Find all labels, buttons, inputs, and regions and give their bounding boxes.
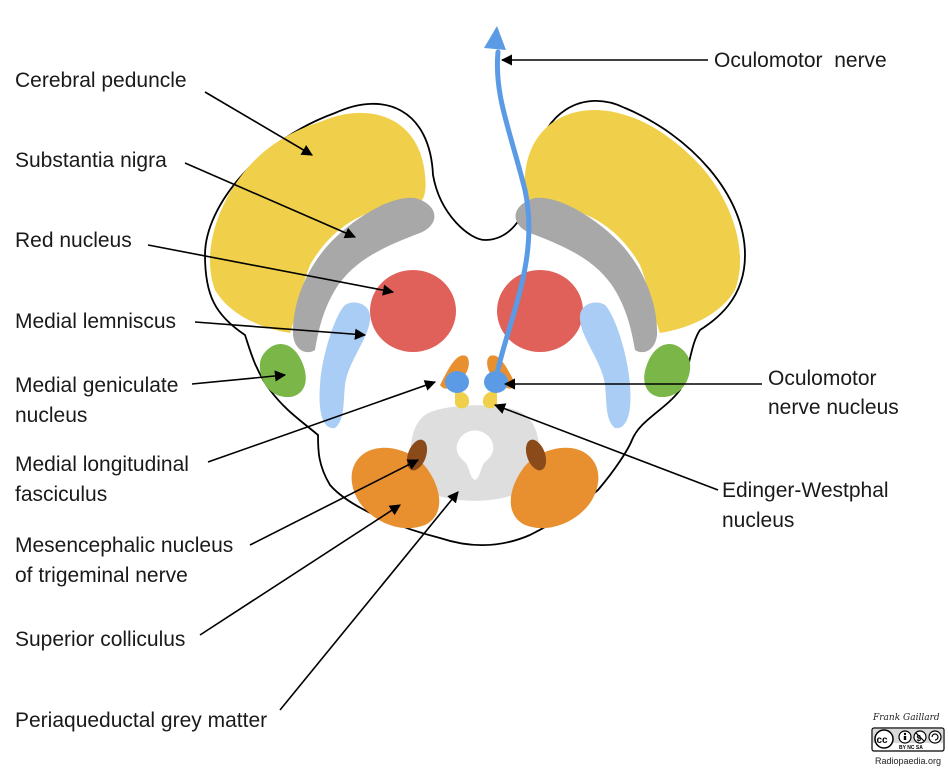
- substantia-nigra-left: [292, 197, 435, 353]
- license-text: BY NC SA: [899, 745, 923, 751]
- cerebral-peduncle-left: [209, 112, 426, 333]
- sa-icon: [928, 730, 942, 744]
- label-superior-colliculus: Superior colliculus: [15, 628, 185, 651]
- site-name: Radiopaedia.org: [875, 756, 941, 766]
- pointer-periaqueductal: [279, 491, 459, 711]
- attribution: Frank Gaillard cc $ BY NC SA Radiopaedia…: [871, 713, 945, 766]
- label-oculomotor-nucleus-line1: Oculomotor: [768, 367, 877, 390]
- label-edinger-westphal-line1: Edinger-Westphal: [722, 479, 889, 502]
- label-medial-geniculate-line2: nucleus: [15, 404, 87, 427]
- superior-colliculus-right: [510, 447, 599, 529]
- author-signature: Frank Gaillard: [872, 713, 940, 723]
- edinger-westphal-right: [482, 391, 497, 409]
- pointer-mesencephalic: [249, 459, 419, 546]
- substantia-nigra-right: [515, 197, 658, 353]
- red-nucleus-right: [497, 270, 583, 352]
- label-medial-lemniscus: Medial lemniscus: [15, 310, 176, 333]
- red-nucleus-left: [370, 270, 456, 352]
- mesencephalic-nucleus-right: [525, 439, 547, 471]
- cc-license-badge: cc $ BY NC SA: [871, 727, 945, 752]
- oculomotor-nucleus-left: [445, 371, 469, 393]
- pointer-edinger-westphal: [493, 403, 719, 491]
- cerebral-aqueduct: [456, 430, 494, 480]
- pointer-medial-geniculate: [191, 370, 287, 385]
- svg-text:cc: cc: [877, 735, 889, 746]
- cc-icon: [874, 729, 894, 749]
- label-mesencephalic-line1: Mesencephalic nucleus: [15, 534, 233, 557]
- label-oculomotor-nucleus-line2: nerve nucleus: [768, 396, 899, 419]
- label-medial-geniculate-line1: Medial geniculate: [15, 374, 178, 397]
- pointer-medial-lemniscus: [194, 321, 367, 340]
- cerebral-peduncle-right: [524, 109, 741, 333]
- oculomotor-nerve-arrowhead: [484, 26, 506, 50]
- oculomotor-nucleus-right: [484, 371, 508, 393]
- pointer-mlf: [207, 380, 437, 463]
- label-oculomotor-nerve: Oculomotor nerve: [714, 49, 887, 72]
- label-red-nucleus: Red nucleus: [15, 229, 132, 252]
- pointer-cerebral-peduncle: [204, 91, 313, 156]
- pointer-red-nucleus: [147, 244, 395, 296]
- label-periaqueductal: Periaqueductal grey matter: [15, 709, 267, 732]
- pointer-substantia-nigra: [184, 162, 357, 239]
- label-mlf-line1: Medial longitudinal: [15, 453, 189, 476]
- oculomotor-nerve-path: [493, 49, 532, 381]
- label-mlf-line2: fasciculus: [15, 483, 107, 506]
- label-substantia-nigra: Substantia nigra: [15, 149, 167, 172]
- edinger-westphal-left: [455, 391, 470, 409]
- label-edinger-westphal-line2: nucleus: [722, 509, 794, 532]
- medial-lemniscus-right: [579, 302, 631, 429]
- svg-text:$: $: [917, 734, 922, 743]
- label-mesencephalic-line2: of trigeminal nerve: [15, 564, 188, 587]
- label-cerebral-peduncle: Cerebral peduncle: [15, 69, 187, 92]
- pointer-superior-colliculus: [199, 504, 401, 636]
